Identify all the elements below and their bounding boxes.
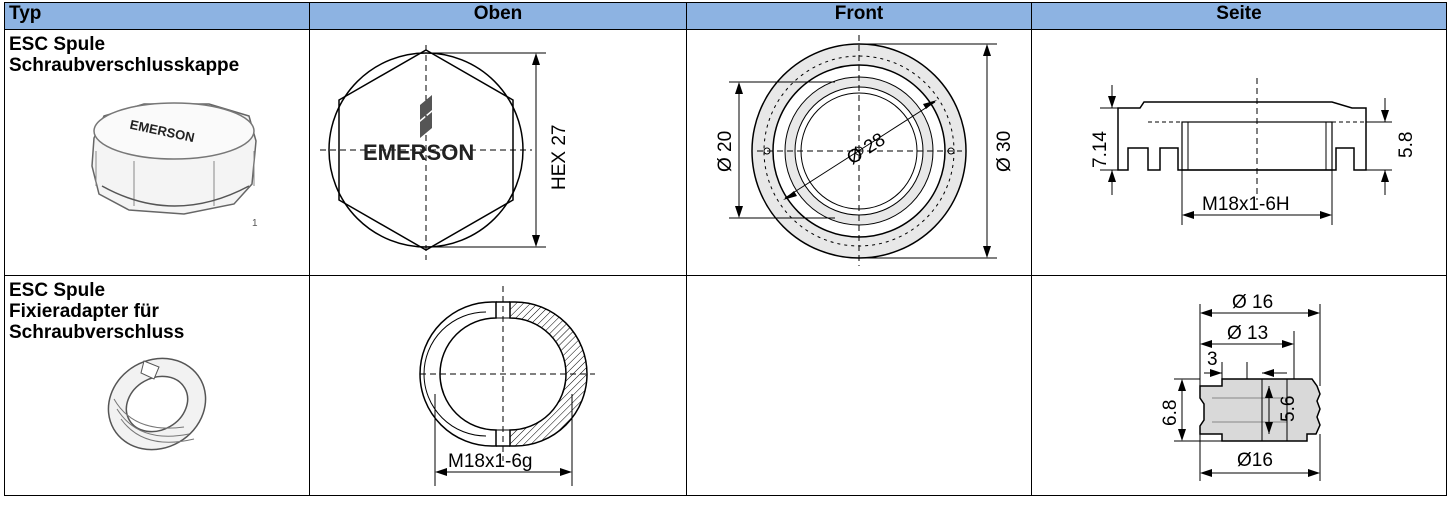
header-front: Front: [686, 2, 1032, 30]
top-logo: EMERSON: [363, 140, 474, 165]
side-view-cell: 7.14 5.8 M18x1-6H: [1031, 29, 1447, 276]
type-cell: ESC Spule Fixieradapter für Schraubversc…: [4, 275, 310, 496]
top-view-cell: EMERSON HEX 27: [309, 29, 687, 276]
side-h58: 5.8: [1396, 132, 1417, 158]
parts-table: Typ Oben Front Seite ESC Spule Schraubve…: [4, 2, 1447, 496]
adapter-side-drawing: Ø 16 Ø 13 3: [1160, 292, 1321, 481]
type-name-line1: ESC Spule: [9, 280, 106, 301]
header-oben: Oben: [309, 2, 687, 30]
adapter-thread: M18x1-6g: [448, 451, 533, 472]
side-thread: M18x1-6H: [1202, 194, 1290, 215]
type-name-line3: Schraubverschluss: [9, 322, 185, 343]
cap-photo: EMERSON 1: [91, 102, 258, 229]
hex-label: HEX 27: [549, 125, 570, 190]
top-view-cell: M18x1-6g: [309, 275, 687, 496]
front-d20: Ø 20: [715, 131, 736, 172]
header-typ: Typ: [4, 2, 310, 30]
adapter-top-drawing: M18x1-6g: [419, 286, 595, 486]
adapter-w3: 3: [1207, 349, 1218, 370]
type-cell: ESC Spule Schraubverschlusskappe EMERSON…: [4, 29, 310, 276]
adapter-d16-bottom: Ø16: [1237, 450, 1273, 471]
front-view-cell-empty: [686, 275, 1032, 496]
side-h714: 7.14: [1090, 131, 1111, 168]
table-row: ESC Spule Fixieradapter für Schraubversc…: [4, 275, 1447, 496]
adapter-d16: Ø 16: [1232, 292, 1273, 313]
photo-mark: 1: [252, 218, 258, 229]
front-view-drawing: Ø 20 Ø 28 Ø 30: [715, 35, 1015, 266]
side-view-cell: Ø 16 Ø 13 3: [1031, 275, 1447, 496]
type-name-line2: Fixieradapter für: [9, 301, 159, 322]
adapter-d13: Ø 13: [1227, 323, 1268, 344]
front-view-cell: Ø 20 Ø 28 Ø 30: [686, 29, 1032, 276]
header-seite: Seite: [1031, 2, 1447, 30]
side-view-drawing: 7.14 5.8 M18x1-6H: [1090, 78, 1417, 225]
type-name-line1: ESC Spule: [9, 34, 106, 55]
adapter-photo: [107, 357, 207, 451]
table-row: ESC Spule Schraubverschlusskappe EMERSON…: [4, 29, 1447, 276]
header-row: Typ Oben Front Seite: [4, 2, 1447, 30]
adapter-h68: 6.8: [1160, 400, 1181, 426]
type-name-line2: Schraubverschlusskappe: [9, 55, 240, 76]
front-d30: Ø 30: [994, 131, 1015, 172]
adapter-h56: 5.6: [1278, 396, 1299, 422]
top-view-drawing: EMERSON HEX 27: [320, 45, 570, 260]
